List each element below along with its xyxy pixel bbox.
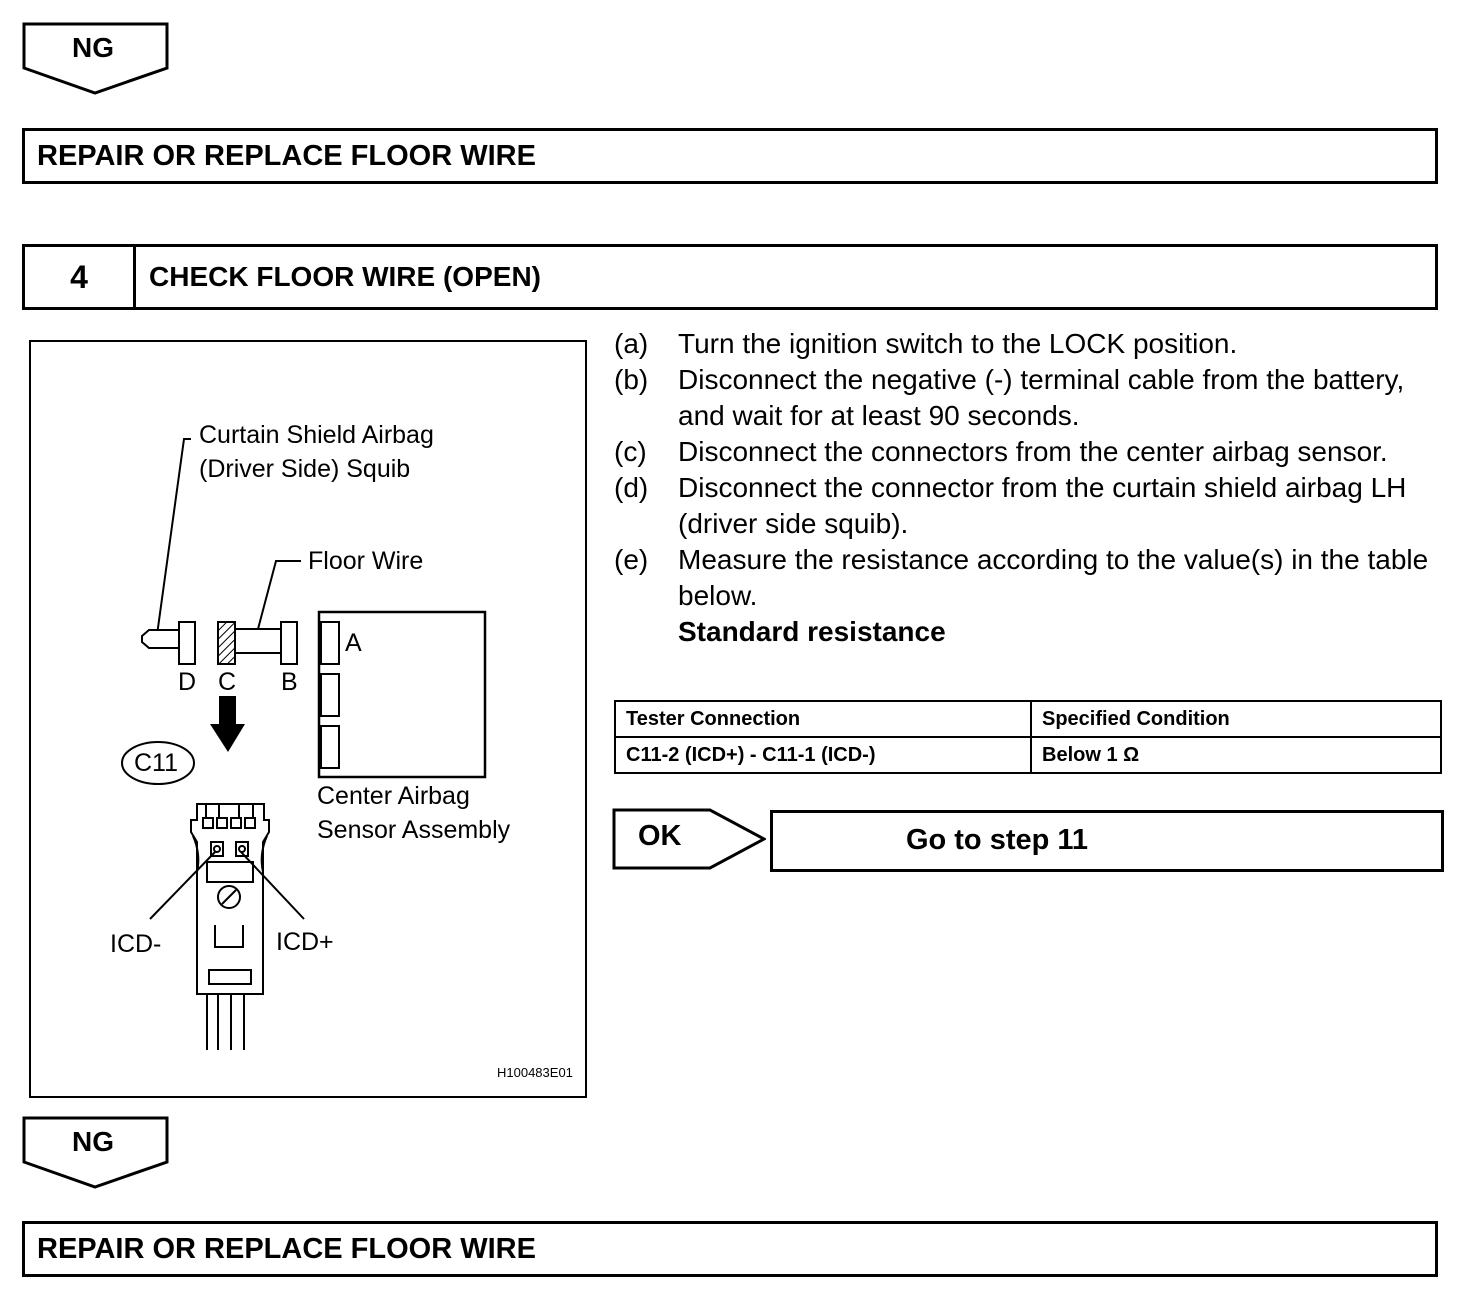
table-row: C11-2 (ICD+) - C11-1 (ICD-) Below 1 Ω	[614, 736, 1442, 774]
wiring-diagram	[121, 438, 487, 1050]
instruction-item: (a) Turn the ignition switch to the LOCK…	[614, 326, 1444, 362]
ok-tag: OK	[612, 808, 766, 870]
sensor-port-a	[320, 621, 340, 665]
ng-tag-bottom: NG	[22, 1116, 170, 1192]
ng-arrow-shape-bottom	[22, 1116, 169, 1189]
instruction-key: (d)	[614, 472, 649, 503]
label-c: C	[218, 668, 237, 696]
icd-plus-label: ICD+	[276, 928, 334, 956]
ng-arrow-shape-top	[22, 22, 169, 95]
instruction-item: (e) Measure the resistance according to …	[614, 542, 1444, 614]
floor-wire-leader-line	[257, 560, 301, 630]
instruction-text: Measure the resistance according to the …	[678, 544, 1429, 611]
c11-ellipse	[121, 741, 195, 785]
label-d: D	[178, 668, 197, 696]
step-title: CHECK FLOOR WIRE (OPEN)	[149, 261, 541, 292]
result-box-top: REPAIR OR REPLACE FLOOR WIRE	[22, 128, 1438, 184]
floor-wire-body	[234, 628, 282, 654]
curtain-label-line1: Curtain Shield Airbag	[199, 421, 434, 449]
table-header-row: Tester Connection Specified Condition	[614, 700, 1442, 738]
sensor-port-3	[320, 725, 340, 769]
center-airbag-label-line2: Sensor Assembly	[317, 816, 511, 844]
instruction-key: (b)	[614, 364, 649, 395]
squib-connector-d	[141, 621, 196, 665]
ok-arrow-shape	[612, 808, 766, 870]
result-text-bottom: REPAIR OR REPLACE FLOOR WIRE	[37, 1233, 536, 1265]
table-header-cell: Tester Connection	[614, 700, 1032, 738]
label-a: A	[345, 629, 362, 657]
instruction-key: (a)	[614, 328, 649, 359]
instruction-text: Disconnect the negative (-) terminal cab…	[678, 364, 1405, 431]
connector-b	[280, 621, 298, 665]
ng-label-top: NG	[72, 32, 114, 63]
connector-c11-label: C11	[134, 749, 179, 777]
result-box-bottom: REPAIR OR REPLACE FLOOR WIRE	[22, 1221, 1438, 1277]
step-header: 4 CHECK FLOOR WIRE (OPEN)	[22, 244, 1438, 310]
ok-label: OK	[638, 820, 682, 852]
wiring-figure: Curtain Shield Airbag (Driver Side) Squi…	[29, 340, 587, 1098]
ng-label-bottom: NG	[72, 1126, 114, 1157]
spec-table: Tester Connection Specified Condition C1…	[614, 700, 1442, 774]
c11-connector-drawing	[190, 803, 270, 1050]
down-arrow-icon	[210, 696, 245, 752]
instruction-text: Turn the ignition switch to the LOCK pos…	[678, 328, 1238, 359]
instruction-item: (c) Disconnect the connectors from the c…	[614, 434, 1444, 470]
instruction-key: (c)	[614, 436, 647, 467]
step-number: 4	[25, 247, 136, 307]
instruction-text: Disconnect the connectors from the cente…	[678, 436, 1388, 467]
result-text-top: REPAIR OR REPLACE FLOOR WIRE	[37, 140, 536, 172]
icd-minus-label: ICD-	[110, 930, 162, 958]
label-b: B	[281, 668, 298, 696]
instruction-text: Disconnect the connector from the curtai…	[678, 472, 1407, 539]
instruction-list: (a) Turn the ignition switch to the LOCK…	[614, 326, 1444, 650]
center-airbag-label-line1: Center Airbag	[317, 782, 470, 810]
curtain-leader-line	[156, 438, 191, 636]
icd-plus-leader	[240, 851, 305, 920]
connector-c	[217, 621, 236, 665]
table-cell: C11-2 (ICD+) - C11-1 (ICD-)	[614, 736, 1032, 774]
sensor-port-2	[320, 673, 340, 717]
figure-code: H100483E01	[497, 1065, 573, 1080]
instruction-item: (d) Disconnect the connector from the cu…	[614, 470, 1444, 542]
instruction-item: (b) Disconnect the negative (-) terminal…	[614, 362, 1444, 434]
ng-tag-top: NG	[22, 22, 170, 98]
table-header-cell: Specified Condition	[1030, 700, 1442, 738]
table-cell: Below 1 Ω	[1030, 736, 1442, 774]
standard-resistance-label: Standard resistance	[678, 616, 946, 647]
floor-wire-label: Floor Wire	[308, 547, 424, 575]
icd-minus-leader	[149, 851, 216, 920]
instruction-key: (e)	[614, 544, 649, 575]
curtain-label-line2: (Driver Side) Squib	[199, 455, 411, 483]
goto-step-box[interactable]: Go to step 11	[770, 810, 1444, 872]
center-airbag-sensor-box	[317, 610, 487, 779]
